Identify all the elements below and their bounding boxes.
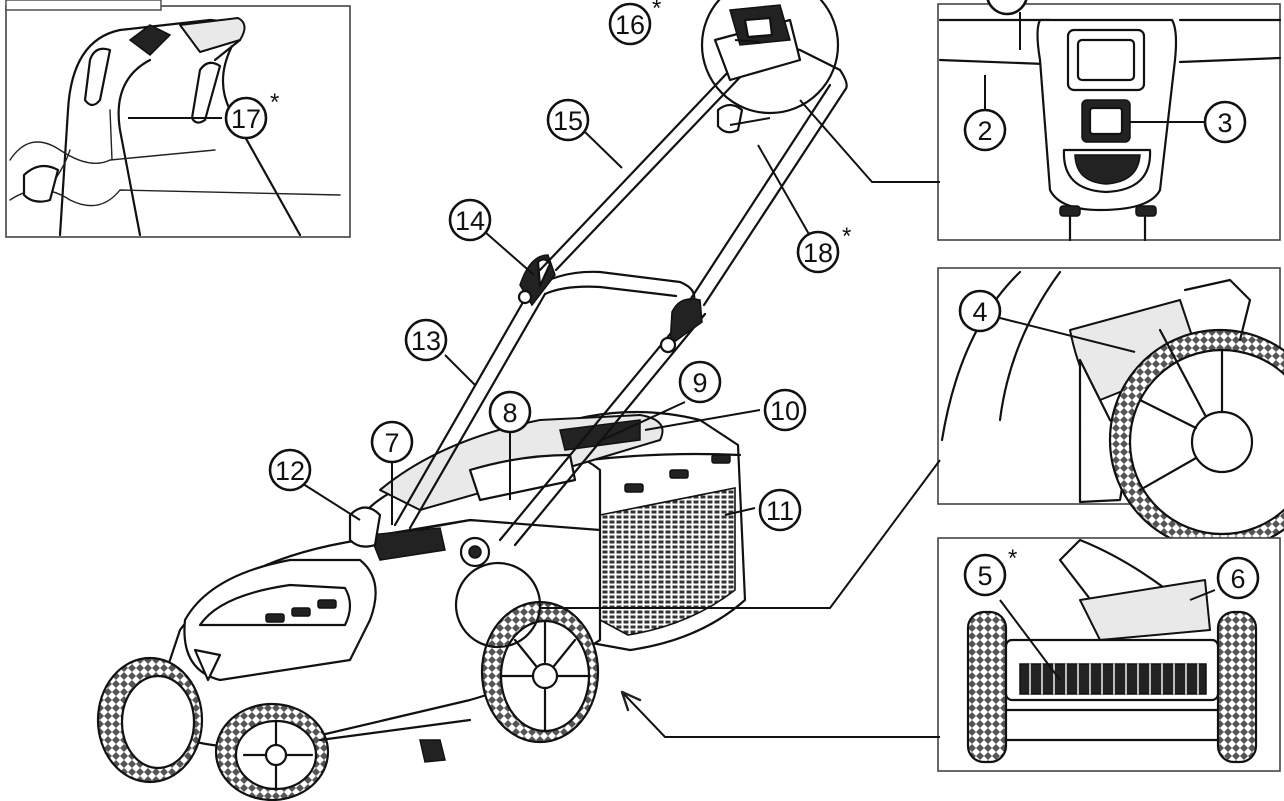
callout-9-label: 9 [692, 368, 707, 398]
callout-16: 16 * [608, 0, 661, 46]
callout-5-star: * [1008, 545, 1017, 572]
callout-13-label: 13 [411, 326, 441, 356]
callout-5: 5 * [963, 545, 1017, 597]
callout-15: 15 [546, 98, 590, 142]
callout-3-label: 3 [1217, 108, 1232, 138]
callout-16-star: * [652, 0, 661, 22]
callout-17: 17 * [224, 89, 279, 140]
callout-16-label: 16 [615, 10, 645, 40]
callout-2: 2 [963, 108, 1007, 152]
callout-7: 7 [370, 420, 414, 464]
callout-17-label: 17 [231, 104, 261, 134]
callout-15-label: 15 [553, 106, 583, 136]
callout-7-label: 7 [384, 428, 399, 458]
callout-11-label: 11 [766, 496, 794, 526]
callout-3: 3 [1203, 100, 1247, 144]
callout-11: 11 [758, 488, 802, 532]
callout-18: 18 * [796, 223, 851, 274]
callout-4: 4 [958, 289, 1002, 333]
callout-9: 9 [678, 360, 722, 404]
inset-handle-cable [5, 0, 351, 238]
callout-12: 12 [268, 448, 312, 492]
callout-12-label: 12 [275, 456, 305, 486]
callout-5-label: 5 [977, 561, 992, 591]
leader-lines [299, 39, 940, 738]
callouts: 2 3 4 5 * 6 7 8 9 [224, 0, 1260, 600]
callout-18-star: * [842, 223, 851, 250]
callout-6-label: 6 [1230, 564, 1245, 594]
callout-10: 10 [763, 388, 807, 432]
callout-14-label: 14 [455, 206, 485, 236]
callout-6: 6 [1216, 556, 1260, 600]
mower-illustration [96, 0, 941, 801]
callout-10-label: 10 [770, 396, 800, 426]
callout-1 [986, 0, 1028, 16]
callout-13: 13 [404, 318, 448, 362]
callout-8: 8 [488, 390, 532, 434]
callout-14: 14 [448, 198, 492, 242]
callout-17-star: * [270, 89, 279, 116]
callout-2-label: 2 [977, 116, 992, 146]
callout-8-label: 8 [502, 398, 517, 428]
callout-4-label: 4 [972, 297, 987, 327]
callout-18-label: 18 [803, 238, 833, 268]
